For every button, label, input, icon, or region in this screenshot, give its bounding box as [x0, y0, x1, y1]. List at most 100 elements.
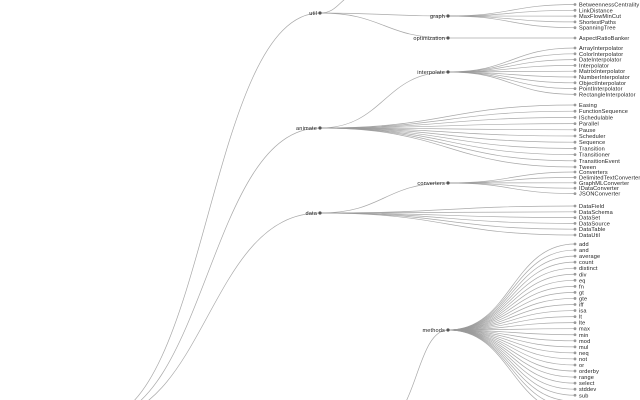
leaf-tween[interactable]: Tween: [573, 165, 597, 171]
node-util[interactable]: util: [309, 11, 322, 17]
link-root-util: [133, 12, 321, 400]
leaf-iff[interactable]: iff: [573, 303, 584, 309]
leaf-transition-event[interactable]: TransitionEvent: [573, 159, 621, 165]
leaf-graph-mlconverter-dot: [573, 181, 577, 185]
leaf-matrix-interpolator[interactable]: MatrixInterpolator: [573, 69, 626, 75]
leaf-average[interactable]: average: [573, 254, 601, 260]
leaf-object-interpolator-label: ObjectInterpolator: [579, 81, 626, 87]
node-graph[interactable]: graph: [430, 14, 450, 20]
leaf-neq[interactable]: neq: [573, 351, 589, 357]
leaf-date-interpolator-label: DateInterpolator: [579, 58, 622, 64]
leaf-number-interpolator[interactable]: NumberInterpolator: [573, 75, 630, 81]
leaf-data-set-dot: [573, 216, 577, 220]
leaf-link-distance[interactable]: LinkDistance: [573, 8, 613, 14]
leaf-stddev-dot: [573, 387, 577, 391]
leaf-date-interpolator[interactable]: DateInterpolator: [573, 58, 622, 64]
leaf-mod[interactable]: mod: [573, 339, 591, 345]
leaf-sequence-label: Sequence: [579, 140, 605, 146]
node-converters[interactable]: converters: [417, 181, 450, 187]
leaf-delimited-text-converter[interactable]: DelimitedTextConverter: [573, 175, 640, 181]
leaf-parallel[interactable]: Parallel: [573, 122, 599, 128]
leaf-gte-dot: [573, 297, 577, 300]
leaf-mul[interactable]: mul: [573, 345, 589, 351]
leaf-converters[interactable]: Converters: [573, 170, 608, 176]
leaf-easing[interactable]: Easing: [573, 103, 597, 109]
leaf-idata-converter[interactable]: IDataConverter: [573, 186, 619, 192]
leaf-ischedulable[interactable]: ISchedulable: [573, 115, 614, 121]
node-methods[interactable]: methods: [422, 328, 450, 334]
leaf-or[interactable]: or: [573, 363, 585, 369]
leaf-and[interactable]: and: [573, 248, 589, 254]
leaf-add[interactable]: add: [573, 242, 589, 248]
leaf-sequence[interactable]: Sequence: [573, 140, 606, 146]
leaf-function-sequence[interactable]: FunctionSequence: [573, 109, 628, 115]
node-animate[interactable]: animate: [296, 126, 322, 132]
leaf-lt[interactable]: lt: [573, 315, 583, 321]
leaf-function-sequence-label: FunctionSequence: [579, 109, 628, 115]
leaf-stddev[interactable]: stddev: [573, 387, 597, 393]
leaf-distinct-dot: [573, 266, 577, 270]
link-graph-link-distance: [447, 9, 576, 17]
leaf-interpolator[interactable]: Interpolator: [573, 63, 610, 69]
leaf-not[interactable]: not: [573, 357, 588, 363]
node-data[interactable]: data: [306, 211, 322, 217]
leaf-data-set[interactable]: DataSet: [573, 216, 601, 222]
leaf-fn[interactable]: fn: [573, 284, 584, 290]
link-methods-div: [447, 273, 576, 331]
leaf-distinct[interactable]: distinct: [573, 266, 598, 272]
leaf-max-flow-min-cut[interactable]: MaxFlowMinCut: [573, 14, 622, 20]
leaf-eq[interactable]: eq: [573, 278, 586, 284]
node-optimization[interactable]: optimization: [413, 36, 450, 42]
leaf-div[interactable]: div: [573, 272, 587, 278]
leaf-data-source-dot: [573, 222, 577, 225]
leaf-date-interpolator-dot: [573, 58, 577, 61]
leaf-graph-mlconverter[interactable]: GraphMLConverter: [573, 181, 630, 187]
leaf-link-distance-dot: [573, 8, 577, 12]
node-interpolate[interactable]: interpolate: [417, 70, 450, 76]
leaf-transition[interactable]: Transition: [573, 146, 605, 152]
leaf-orderby-dot: [573, 369, 577, 373]
leaf-matrix-interpolator-dot: [573, 69, 577, 73]
node-methods-dot: [446, 328, 450, 332]
link-methods-average: [447, 255, 576, 331]
leaf-data-util[interactable]: DataUtil: [573, 233, 601, 239]
leaf-lte[interactable]: lte: [573, 321, 586, 327]
leaf-spanning-tree[interactable]: SpanningTree: [573, 26, 616, 32]
leaf-transitioner-label: Transitioner: [579, 153, 610, 159]
leaf-sub[interactable]: sub: [573, 393, 589, 399]
leaf-array-interpolator[interactable]: ArrayInterpolator: [573, 46, 624, 52]
leaf-range[interactable]: range: [573, 375, 594, 381]
leaf-select[interactable]: select: [573, 381, 595, 387]
leaf-betweenness-centrality[interactable]: BetweennessCentrality: [573, 3, 640, 9]
leaf-data-field[interactable]: DataField: [573, 204, 605, 210]
leaf-color-interpolator[interactable]: ColorInterpolator: [573, 52, 624, 58]
leaf-gt[interactable]: gt: [573, 290, 585, 296]
leaf-data-schema[interactable]: DataSchema: [573, 210, 614, 216]
leaf-point-interpolator[interactable]: PointInterpolator: [573, 87, 623, 93]
leaf-object-interpolator[interactable]: ObjectInterpolator: [573, 81, 627, 87]
node-util-label: util: [309, 11, 317, 17]
leaf-gte[interactable]: gte: [573, 296, 588, 302]
leaf-delimited-text-converter-dot: [573, 176, 577, 179]
leaf-max[interactable]: max: [573, 327, 590, 333]
leaf-data-source-label: DataSource: [579, 221, 610, 227]
leaf-transitioner[interactable]: Transitioner: [573, 153, 611, 159]
link-methods-eq: [447, 279, 576, 331]
leaf-mod-dot: [573, 339, 577, 343]
leaf-data-source[interactable]: DataSource: [573, 221, 610, 227]
leaf-data-table-dot: [573, 227, 577, 231]
leaf-min[interactable]: min: [573, 333, 589, 339]
leaf-pause[interactable]: Pause: [573, 128, 596, 134]
leaf-div-label: div: [579, 272, 587, 278]
leaf-shortest-paths[interactable]: ShortestPaths: [573, 20, 617, 26]
leaf-scheduler[interactable]: Scheduler: [573, 134, 606, 140]
leaf-data-table[interactable]: DataTable: [573, 227, 606, 233]
leaf-rectangle-interpolator[interactable]: RectangleInterpolator: [573, 92, 636, 98]
leaf-jsonconverter[interactable]: JSONConverter: [573, 192, 621, 198]
leaf-count[interactable]: count: [573, 260, 594, 266]
leaf-aspect-ratio-banker[interactable]: AspectRatioBanker: [573, 36, 630, 42]
leaf-orderby[interactable]: orderby: [573, 369, 599, 375]
link-animate-tween: [319, 127, 576, 168]
leaf-isa[interactable]: isa: [573, 309, 588, 315]
